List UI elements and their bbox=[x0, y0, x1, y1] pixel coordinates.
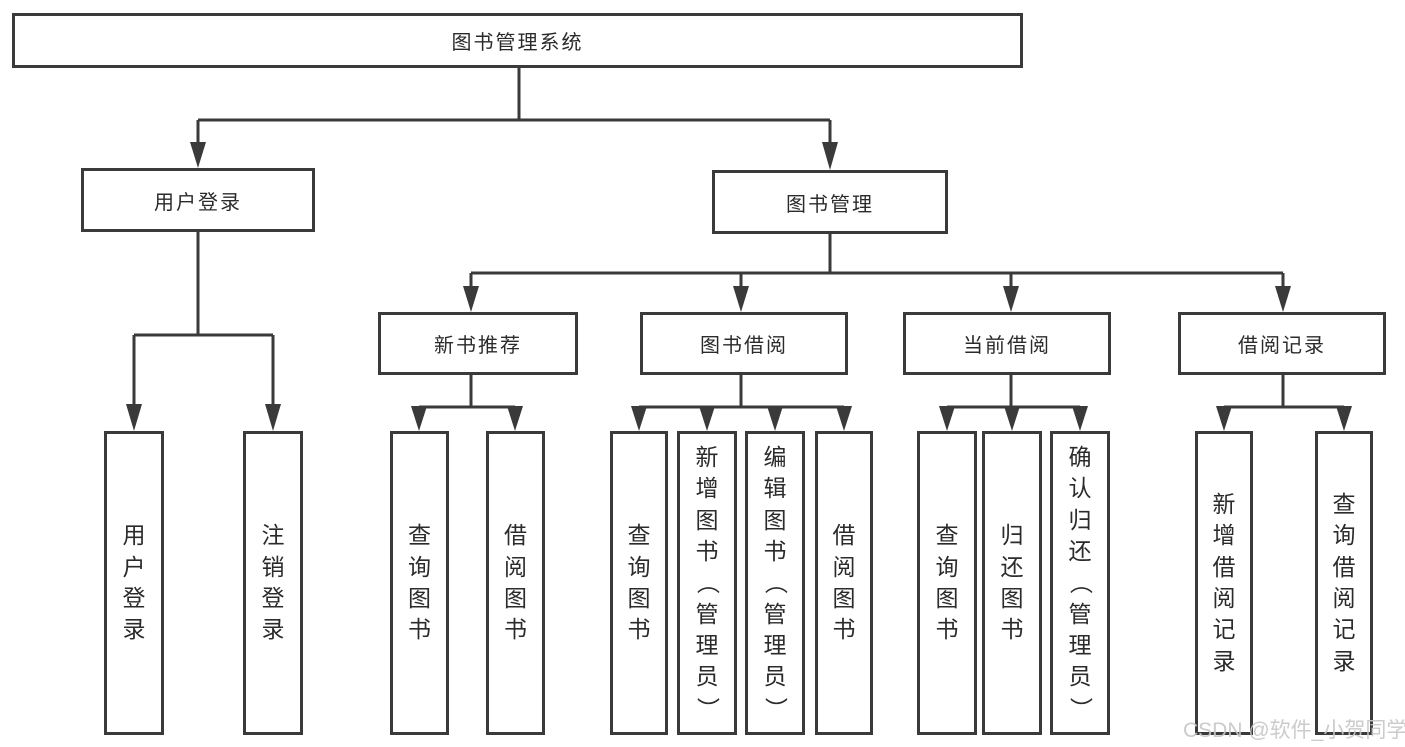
leaf-borrow-query-books-label: 查询图书 bbox=[627, 522, 651, 643]
node-root: 图书管理系统 bbox=[12, 13, 1023, 68]
node-user-login-label: 用户登录 bbox=[154, 191, 242, 214]
csdn-watermark: CSDN @软件_小贺同学 bbox=[1183, 719, 1405, 742]
node-current-borrow: 当前借阅 bbox=[903, 312, 1111, 375]
leaf-user-login: 用户登录 bbox=[104, 431, 164, 735]
node-book-management: 图书管理 bbox=[712, 170, 948, 234]
leaf-recommend-query-books: 查询图书 bbox=[390, 431, 449, 735]
leaf-add-borrow-record-label: 新增借阅记录 bbox=[1212, 491, 1236, 674]
leaf-logout-label: 注销登录 bbox=[261, 522, 285, 643]
leaf-user-login-label: 用户登录 bbox=[122, 522, 146, 643]
node-new-book-recommend: 新书推荐 bbox=[378, 312, 578, 375]
leaf-borrow-borrow-books-label: 借阅图书 bbox=[832, 522, 856, 643]
leaf-recommend-borrow-books: 借阅图书 bbox=[486, 431, 545, 735]
leaf-query-borrow-record: 查询借阅记录 bbox=[1315, 431, 1373, 735]
node-root-label: 图书管理系统 bbox=[451, 32, 584, 54]
leaf-confirm-return-admin-label: 确认归还（管理员） bbox=[1067, 444, 1094, 720]
leaf-current-query-books: 查询图书 bbox=[917, 431, 977, 735]
node-borrow-records-label: 借阅记录 bbox=[1238, 335, 1326, 357]
leaf-edit-book-admin-label: 编辑图书（管理员） bbox=[762, 444, 789, 720]
leaf-borrow-borrow-books: 借阅图书 bbox=[815, 431, 873, 735]
node-borrow-records: 借阅记录 bbox=[1178, 312, 1386, 375]
leaf-add-book-admin: 新增图书（管理员） bbox=[677, 431, 737, 735]
leaf-confirm-return-admin: 确认归还（管理员） bbox=[1050, 431, 1110, 735]
leaf-edit-book-admin: 编辑图书（管理员） bbox=[745, 431, 805, 735]
leaf-logout: 注销登录 bbox=[243, 431, 303, 735]
leaf-add-borrow-record: 新增借阅记录 bbox=[1195, 431, 1253, 735]
leaf-recommend-borrow-books-label: 借阅图书 bbox=[504, 522, 527, 643]
node-user-login: 用户登录 bbox=[81, 168, 315, 232]
node-current-borrow-label: 当前借阅 bbox=[963, 335, 1051, 357]
leaf-return-books: 归还图书 bbox=[982, 431, 1042, 735]
arrowheads bbox=[126, 142, 1352, 431]
leaf-return-books-label: 归还图书 bbox=[1000, 522, 1024, 643]
leaf-current-query-books-label: 查询图书 bbox=[935, 522, 959, 643]
leaf-borrow-query-books: 查询图书 bbox=[610, 431, 668, 735]
node-book-borrow-label: 图书借阅 bbox=[700, 335, 788, 357]
leaf-add-book-admin-label: 新增图书（管理员） bbox=[694, 444, 721, 720]
leaf-recommend-query-books-label: 查询图书 bbox=[408, 522, 431, 643]
node-book-borrow: 图书借阅 bbox=[640, 312, 848, 375]
leaf-query-borrow-record-label: 查询借阅记录 bbox=[1332, 491, 1356, 674]
node-book-management-label: 图书管理 bbox=[786, 193, 874, 216]
node-new-book-recommend-label: 新书推荐 bbox=[434, 335, 522, 357]
